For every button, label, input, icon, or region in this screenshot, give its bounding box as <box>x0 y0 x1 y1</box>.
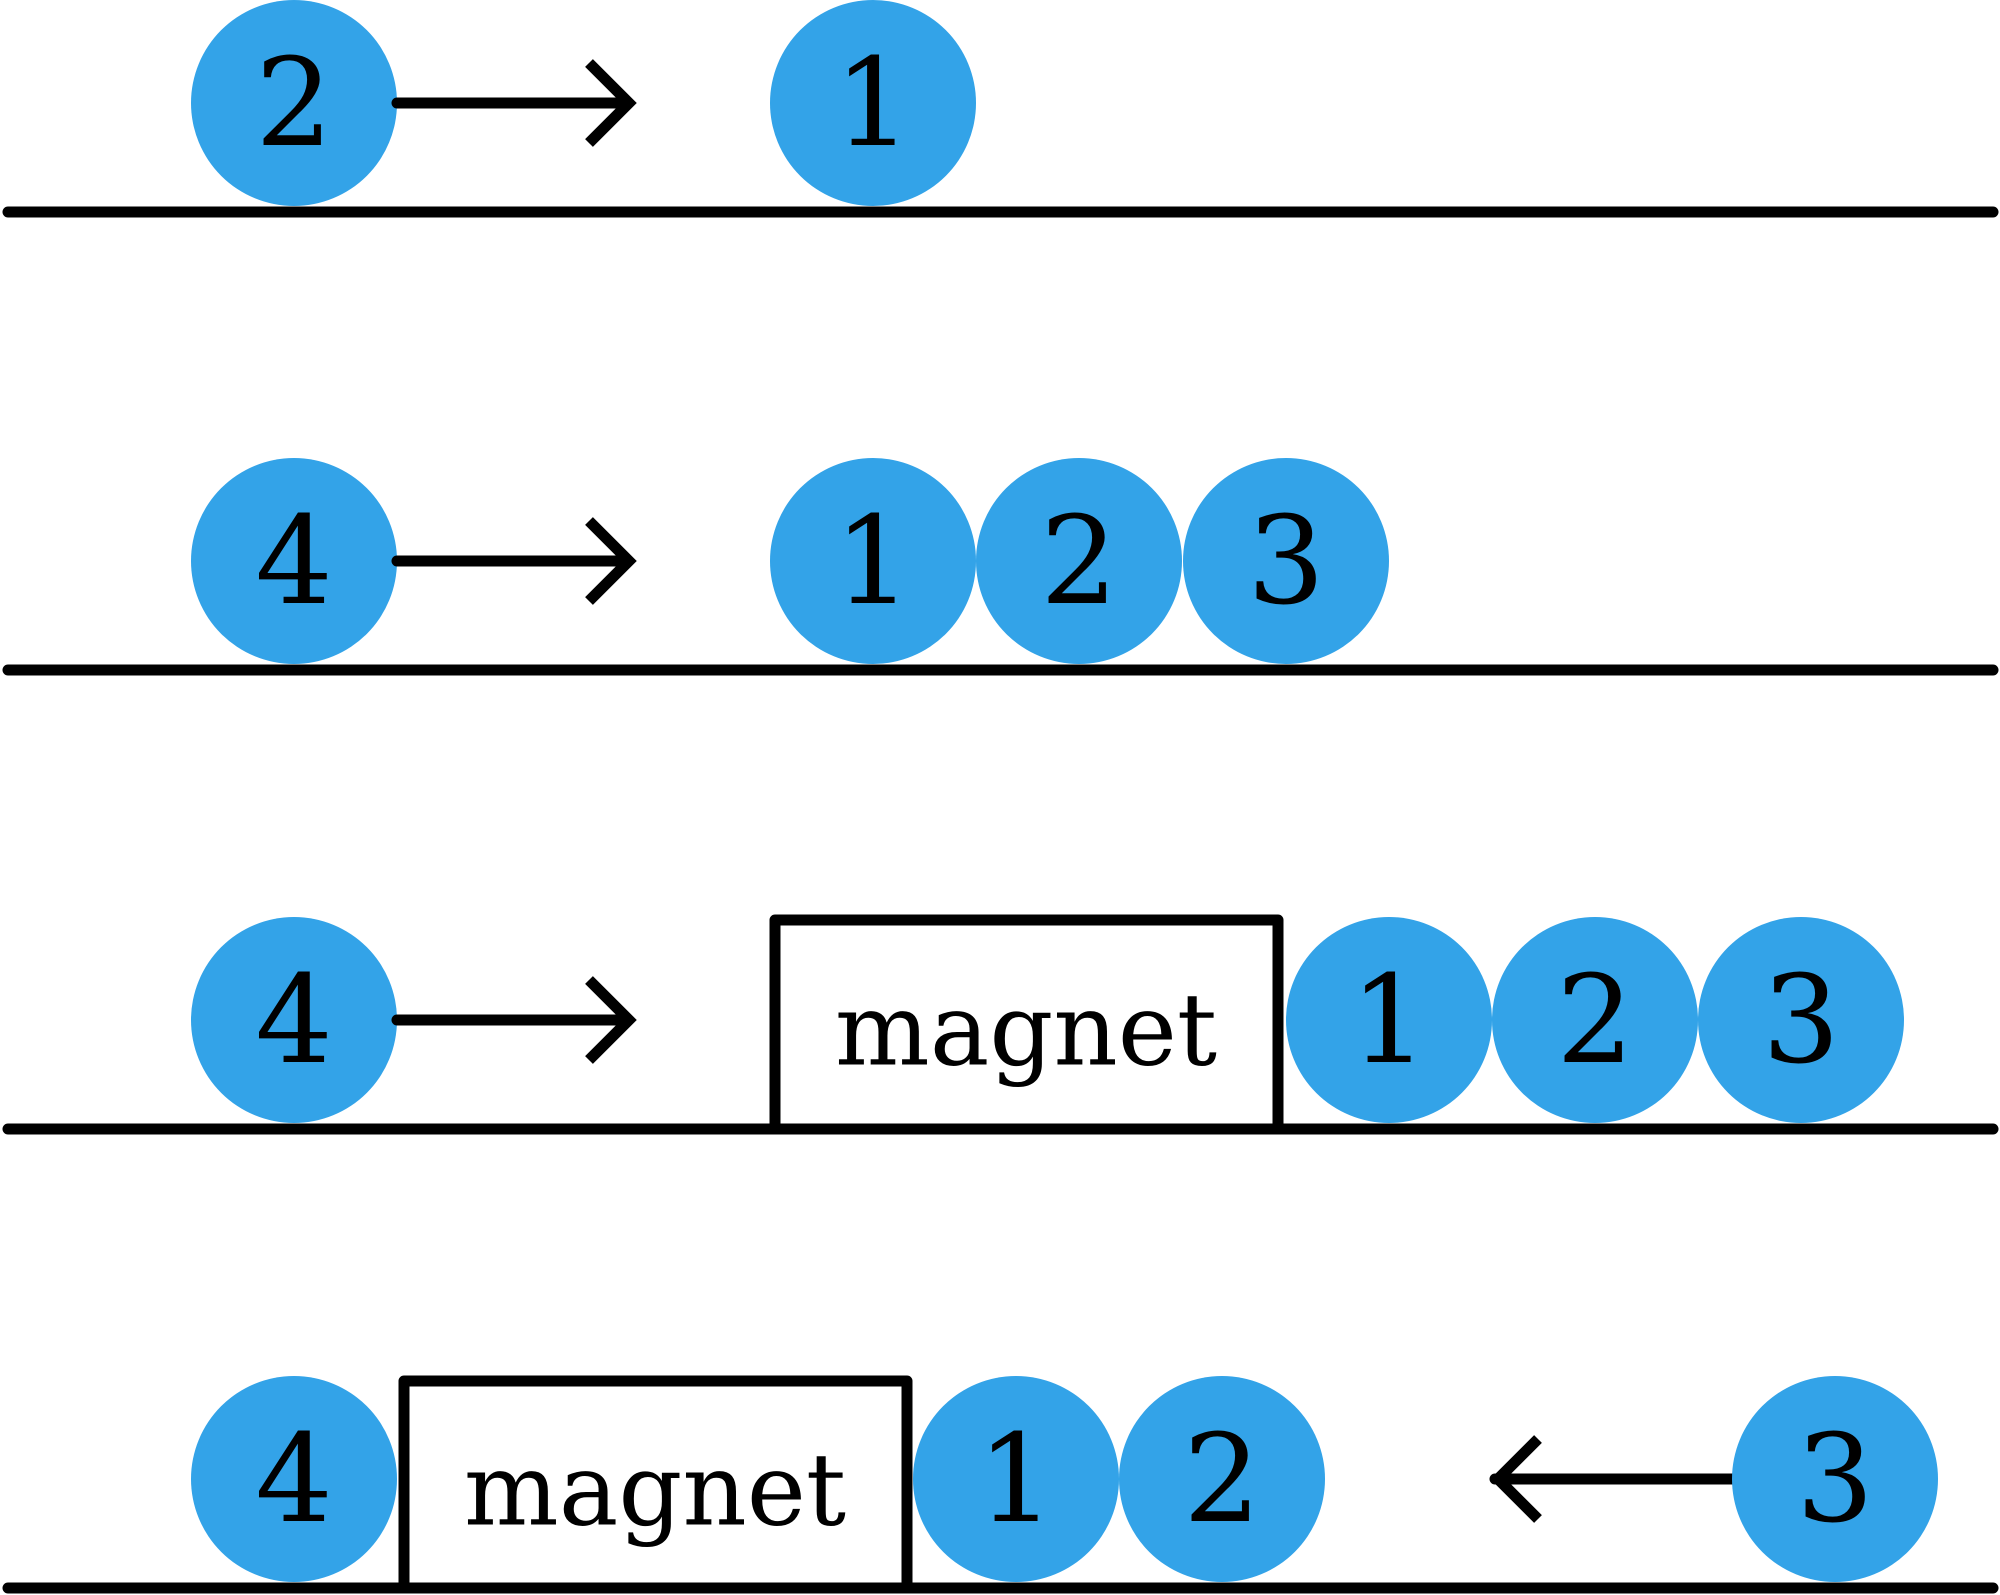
row-3-ball-1: 1 <box>1286 917 1492 1123</box>
magnet-box <box>769 914 1284 1129</box>
ball <box>976 458 1182 664</box>
arrow-head <box>585 59 637 147</box>
row-1: 2 1 <box>2 0 1999 218</box>
arrow-head <box>585 517 637 605</box>
row-4: 4 magnet 1 2 3 <box>2 1375 1999 1594</box>
row-3-magnet: magnet <box>769 914 1284 1129</box>
ball-label: 1 <box>1350 949 1428 1091</box>
ball <box>1492 917 1698 1123</box>
ball <box>1119 1376 1325 1582</box>
row-2-ball-2: 2 <box>976 458 1182 664</box>
ball <box>191 1376 397 1582</box>
row-3-ball-2: 2 <box>1492 917 1698 1123</box>
ball-label: 1 <box>834 490 912 632</box>
ball-label: 4 <box>255 949 333 1091</box>
ball <box>913 1376 1119 1582</box>
ball-label: 1 <box>834 32 912 174</box>
row-4-ball-1: 1 <box>913 1376 1119 1582</box>
ball-label: 2 <box>1183 1408 1261 1550</box>
magnet-box <box>398 1375 913 1588</box>
ball <box>770 458 976 664</box>
row-2-right-arrow-icon <box>391 517 637 605</box>
arrow-head <box>585 976 637 1064</box>
row-4-left-arrow-icon <box>1489 1435 1739 1523</box>
ball <box>770 0 976 206</box>
ball-label: 1 <box>977 1408 1055 1550</box>
ball <box>1698 917 1904 1123</box>
ball-label: 4 <box>255 1408 333 1550</box>
row-3: 4 magnet 1 2 3 <box>2 914 1999 1135</box>
ball <box>191 917 397 1123</box>
ball <box>1732 1376 1938 1582</box>
row-2-ball-4: 4 <box>191 458 397 664</box>
ball-label: 2 <box>1040 490 1118 632</box>
ball-label: 2 <box>255 32 333 174</box>
row-4-magnet: magnet <box>398 1375 913 1588</box>
magnet-label: magnet <box>835 972 1217 1089</box>
magnet-label: magnet <box>464 1432 846 1549</box>
row-3-ball-3: 3 <box>1698 917 1904 1123</box>
row-3-right-arrow-icon <box>391 976 637 1064</box>
arrow-head <box>1490 1435 1542 1523</box>
row-1-ball-2: 2 <box>191 0 397 206</box>
row-1-right-arrow-icon <box>391 59 637 147</box>
ball <box>1286 917 1492 1123</box>
ball-label: 3 <box>1247 490 1325 632</box>
row-2: 4 1 2 3 <box>2 458 1999 676</box>
row-4-ball-3: 3 <box>1732 1376 1938 1582</box>
row-2-ball-3: 3 <box>1183 458 1389 664</box>
ball <box>191 0 397 206</box>
ball-label: 3 <box>1762 949 1840 1091</box>
row-1-ball-1: 1 <box>770 0 976 206</box>
row-4-ball-2: 2 <box>1119 1376 1325 1582</box>
row-3-ball-4: 4 <box>191 917 397 1123</box>
ball <box>191 458 397 664</box>
ball <box>1183 458 1389 664</box>
ball-label: 3 <box>1796 1408 1874 1550</box>
row-2-ball-1: 1 <box>770 458 976 664</box>
row-4-ball-4: 4 <box>191 1376 397 1582</box>
ball-label: 4 <box>255 490 333 632</box>
ball-label: 2 <box>1556 949 1634 1091</box>
